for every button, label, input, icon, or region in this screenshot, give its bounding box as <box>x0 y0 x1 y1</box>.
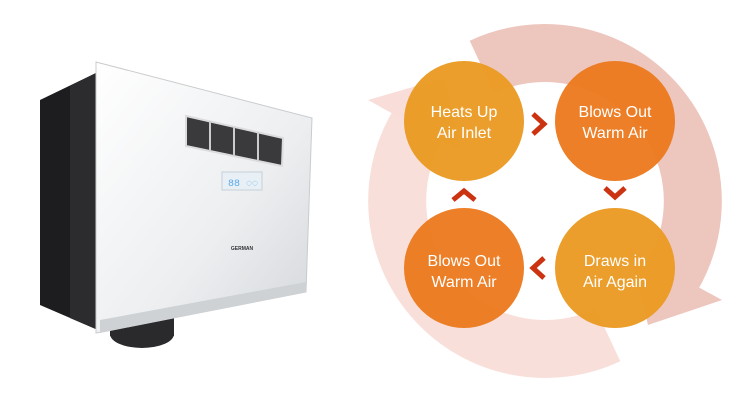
control-display <box>221 171 263 191</box>
step-label-line2: Warm Air <box>582 125 648 142</box>
step-blows-out-2: Blows Out Warm Air <box>404 208 524 328</box>
chevron-up-icon <box>451 187 477 202</box>
display-digits-icon: 88 ◌◌ <box>228 179 258 190</box>
step-circle <box>555 61 675 181</box>
brand-logo: GERMAN <box>231 246 254 252</box>
chevron-down-icon <box>603 186 627 201</box>
step-label-line1: Blows Out <box>428 253 501 270</box>
step-label-line2: Air Again <box>583 274 647 291</box>
heater-side <box>70 72 98 330</box>
step-label-line2: Warm Air <box>431 274 497 291</box>
step-label-line1: Heats Up <box>431 104 498 121</box>
step-blows-out-1: Blows Out Warm Air <box>555 61 675 181</box>
step-circle <box>404 61 524 181</box>
step-circle <box>555 208 675 328</box>
step-label-line2: Air Inlet <box>437 125 492 142</box>
step-draws-in: Draws in Air Again <box>555 208 675 328</box>
heater-product-image: 88 ◌◌ GERMAN <box>40 61 313 348</box>
step-label-line1: Blows Out <box>579 104 652 121</box>
step-circle <box>404 208 524 328</box>
step-label-line1: Draws in <box>584 253 646 270</box>
heater-bottom-trim <box>100 282 306 333</box>
step-heats-up: Heats Up Air Inlet <box>404 61 524 181</box>
chevron-right-icon <box>531 112 548 136</box>
chevron-left-icon <box>529 256 546 280</box>
